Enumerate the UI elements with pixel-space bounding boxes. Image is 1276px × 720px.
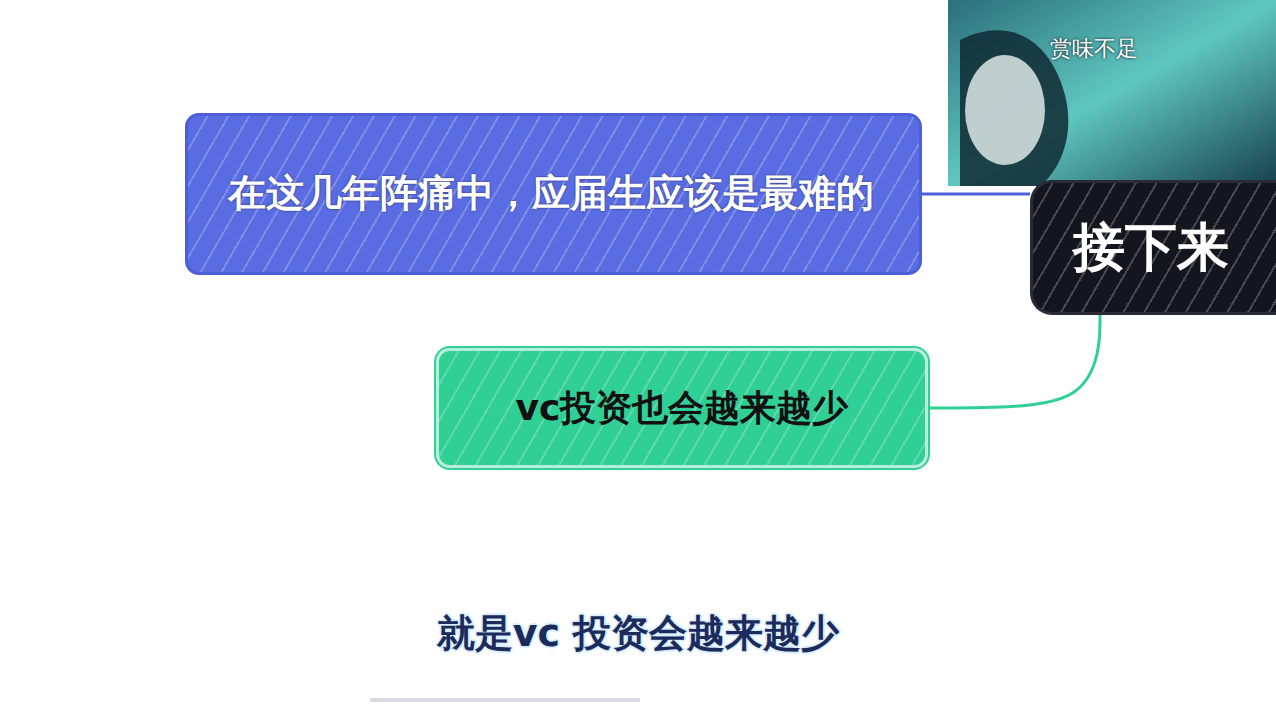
subtitle: 就是vc 投资会越来越少	[0, 608, 1276, 659]
webcam-frame	[948, 0, 1276, 186]
central-box: 接下来	[1030, 180, 1276, 315]
connector	[928, 315, 1100, 408]
connector	[922, 193, 1030, 196]
topic-box: 在这几年阵痛中，应届生应该是最难的	[185, 113, 922, 275]
progress-bar	[370, 698, 640, 702]
node-text: vc投资也会越来越少	[516, 385, 849, 432]
node-text: 接下来	[1073, 216, 1229, 278]
face-shape	[965, 55, 1045, 165]
watermark: 赏味不足	[1050, 34, 1138, 64]
topic-box: vc投资也会越来越少	[436, 348, 928, 468]
node-text: 在这几年阵痛中，应届生应该是最难的	[228, 166, 874, 221]
